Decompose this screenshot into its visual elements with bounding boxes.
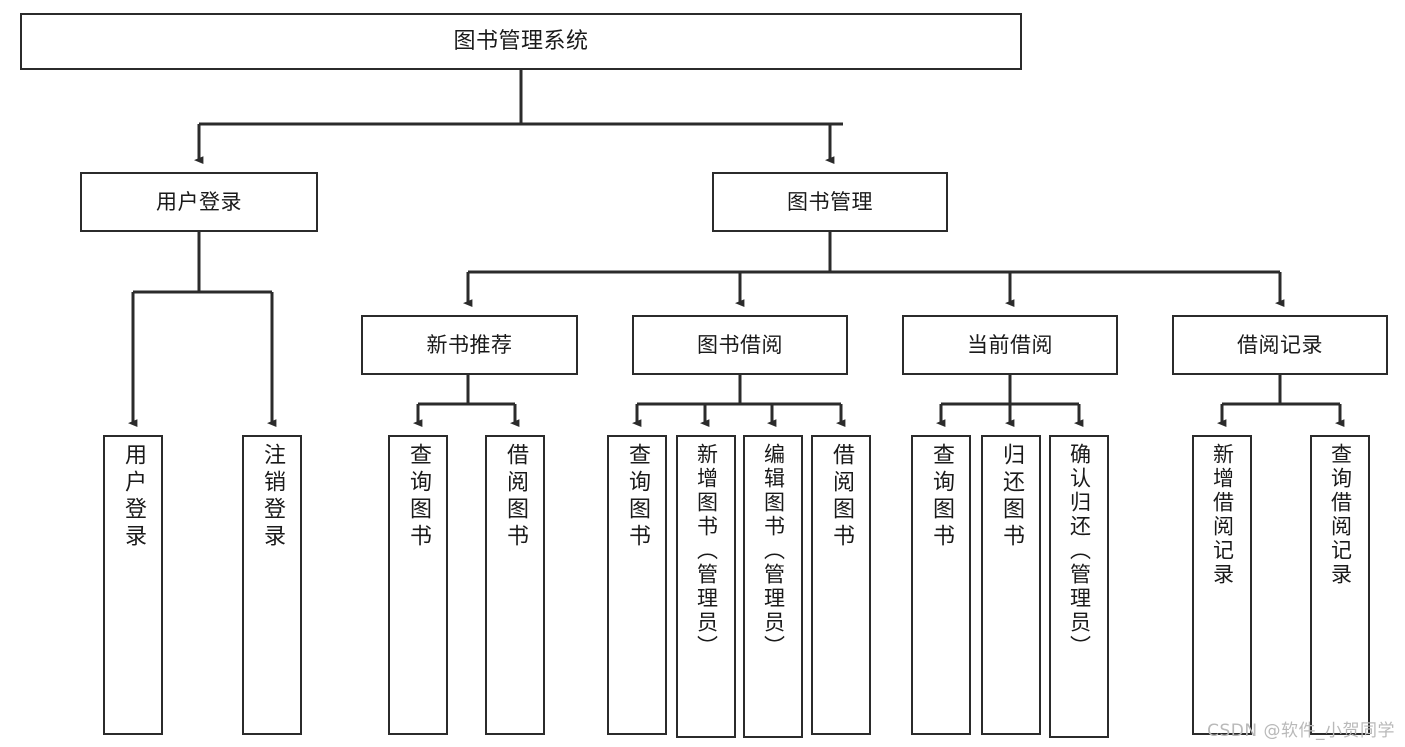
leaf-borrow-book[interactable]: 借阅图书: [811, 435, 871, 735]
leaf-confirm-return-admin[interactable]: 确认归还（管理员）: [1049, 435, 1109, 738]
leaf-add-book-admin[interactable]: 新增图书（管理员）: [676, 435, 736, 738]
node-label: 用户登录: [121, 443, 146, 551]
node-book-management[interactable]: 图书管理: [712, 172, 948, 232]
node-label: 当前借阅: [967, 332, 1053, 357]
node-label: 用户登录: [156, 189, 242, 214]
leaf-query-borrow-record[interactable]: 查询借阅记录: [1310, 435, 1370, 735]
node-label: 图书借阅: [697, 332, 783, 357]
node-label: 新增借阅记录: [1210, 443, 1235, 587]
node-label: 注销登录: [260, 443, 285, 551]
node-label: 确认归还（管理员）: [1067, 443, 1092, 659]
node-new-book-recommend[interactable]: 新书推荐: [361, 315, 578, 375]
node-label: 查询图书: [625, 443, 650, 551]
node-label: 图书管理: [787, 189, 873, 214]
node-label: 查询借阅记录: [1328, 443, 1353, 587]
node-borrow-record[interactable]: 借阅记录: [1172, 315, 1388, 375]
node-label: 借阅图书: [503, 443, 528, 551]
leaf-query-book-recommend[interactable]: 查询图书: [388, 435, 448, 735]
leaf-edit-book-admin[interactable]: 编辑图书（管理员）: [743, 435, 803, 738]
leaf-user-login[interactable]: 用户登录: [103, 435, 163, 735]
node-label: 借阅图书: [829, 443, 854, 551]
leaf-add-borrow-record[interactable]: 新增借阅记录: [1192, 435, 1252, 735]
leaf-query-book-borrow[interactable]: 查询图书: [607, 435, 667, 735]
node-label: 图书管理系统: [453, 28, 589, 54]
node-label: 查询图书: [406, 443, 431, 551]
node-root-system[interactable]: 图书管理系统: [20, 13, 1022, 70]
node-label: 新增图书（管理员）: [694, 443, 719, 659]
node-label: 编辑图书（管理员）: [761, 443, 786, 659]
leaf-return-book[interactable]: 归还图书: [981, 435, 1041, 735]
leaf-logout[interactable]: 注销登录: [242, 435, 302, 735]
leaf-borrow-book-recommend[interactable]: 借阅图书: [485, 435, 545, 735]
watermark: CSDN @软件_小贺同学: [1207, 721, 1395, 741]
node-label: 借阅记录: [1237, 332, 1323, 357]
node-label: 查询图书: [929, 443, 954, 551]
node-label: 新书推荐: [426, 332, 513, 357]
node-user-login[interactable]: 用户登录: [80, 172, 318, 232]
node-label: 归还图书: [999, 443, 1024, 551]
leaf-query-book-current[interactable]: 查询图书: [911, 435, 971, 735]
node-current-borrow[interactable]: 当前借阅: [902, 315, 1118, 375]
node-book-borrow[interactable]: 图书借阅: [632, 315, 848, 375]
